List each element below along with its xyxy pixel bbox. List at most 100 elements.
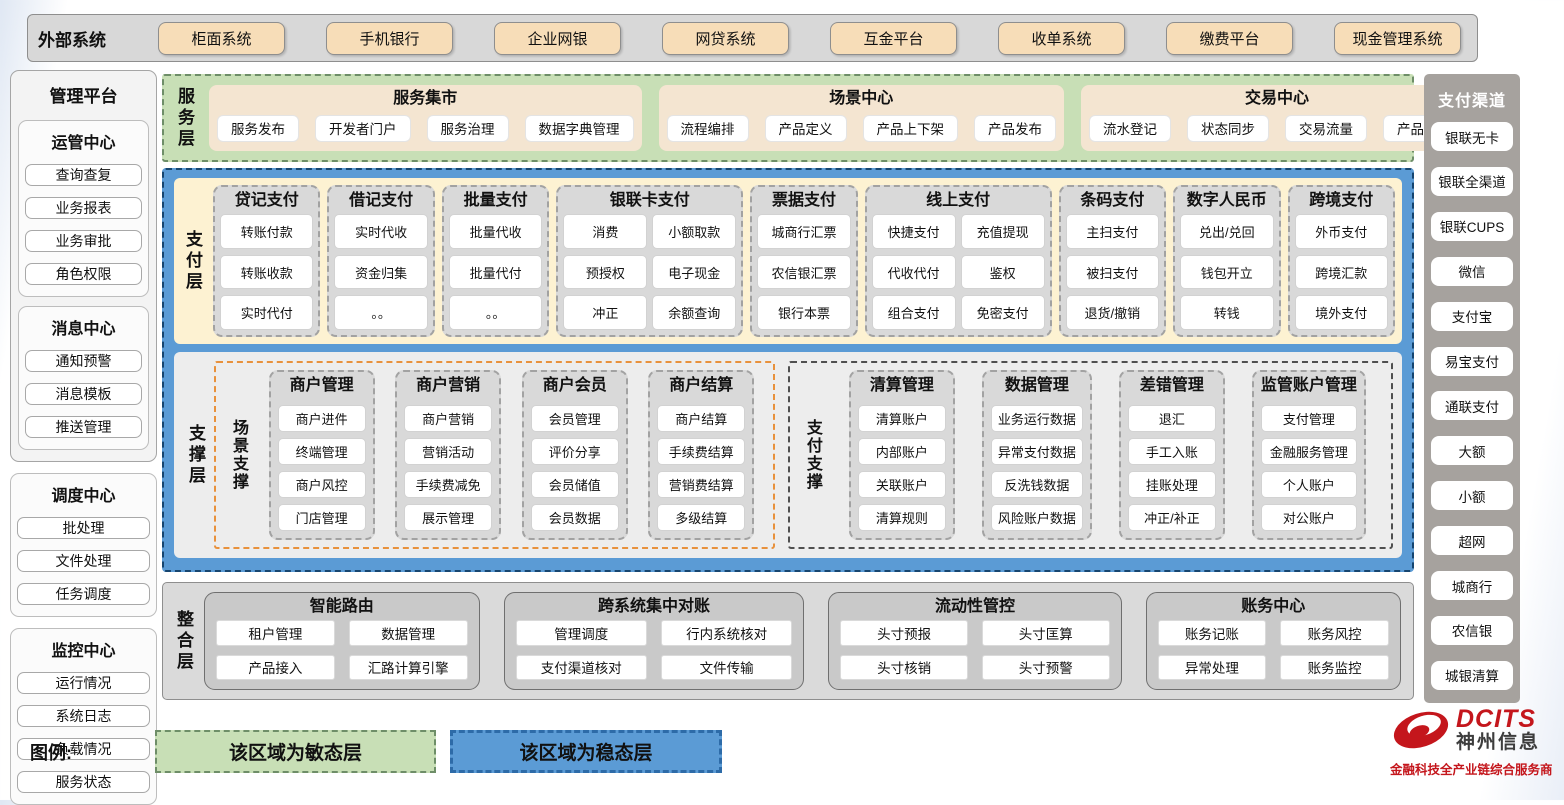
payment-button[interactable]: 充值提现: [960, 214, 1045, 249]
support-button[interactable]: 营销活动: [404, 438, 493, 465]
channel-button[interactable]: 城商行: [1431, 571, 1513, 601]
integration-button[interactable]: 异常处理: [1157, 654, 1267, 680]
payment-button[interactable]: 转账付款: [220, 214, 314, 249]
sidebar-button[interactable]: 任务调度: [17, 583, 150, 605]
integration-button[interactable]: 管理调度: [515, 620, 647, 646]
payment-button[interactable]: 转账收款: [220, 254, 314, 290]
support-button[interactable]: 商户营销: [404, 405, 493, 432]
payment-button[interactable]: 组合支付: [871, 295, 956, 331]
payment-button[interactable]: 免密支付: [960, 295, 1045, 331]
payment-button[interactable]: 实时代付: [220, 295, 314, 331]
sidebar-button[interactable]: 查询查复: [25, 164, 142, 186]
service-button[interactable]: 产品发布: [974, 114, 1056, 142]
sidebar-button[interactable]: 批处理: [17, 517, 150, 539]
support-button[interactable]: 会员数据: [530, 504, 619, 531]
integration-button[interactable]: 头寸预报: [840, 620, 968, 646]
external-system-button[interactable]: 柜面系统: [158, 21, 285, 55]
sidebar-button[interactable]: 通知预警: [25, 350, 142, 372]
channel-button[interactable]: 银联CUPS: [1431, 211, 1513, 241]
external-system-button[interactable]: 网贷系统: [662, 21, 789, 55]
sidebar-button[interactable]: 业务报表: [25, 197, 142, 219]
integration-button[interactable]: 账务风控: [1280, 620, 1390, 646]
service-button[interactable]: 产品上下架: [862, 114, 958, 142]
service-button[interactable]: 服务治理: [426, 114, 509, 142]
support-button[interactable]: 清算规则: [857, 504, 946, 531]
channel-button[interactable]: 超网: [1431, 526, 1513, 556]
integration-button[interactable]: 账务监控: [1280, 654, 1390, 680]
integration-button[interactable]: 头寸预警: [981, 654, 1110, 680]
channel-button[interactable]: 微信: [1431, 256, 1513, 286]
payment-button[interactable]: 境外支付: [1294, 295, 1388, 331]
payment-button[interactable]: 消费: [563, 214, 648, 249]
payment-button[interactable]: 跨境汇款: [1294, 254, 1388, 290]
service-button[interactable]: 流程编排: [666, 114, 749, 142]
external-system-button[interactable]: 收单系统: [998, 21, 1125, 55]
payment-button[interactable]: 鉴权: [960, 254, 1045, 290]
sidebar-button[interactable]: 业务审批: [25, 230, 142, 252]
support-button[interactable]: 手工入账: [1127, 438, 1216, 465]
payment-button[interactable]: 小额取款: [652, 214, 737, 249]
channel-button[interactable]: 大额: [1431, 436, 1513, 466]
support-button[interactable]: 门店管理: [277, 504, 366, 531]
payment-button[interactable]: 。。: [334, 295, 428, 331]
external-system-button[interactable]: 手机银行: [326, 21, 453, 55]
sidebar-button[interactable]: 角色权限: [25, 263, 142, 285]
support-button[interactable]: 金融服务管理: [1260, 438, 1357, 465]
integration-button[interactable]: 头寸匡算: [981, 620, 1110, 646]
channel-button[interactable]: 小额: [1431, 481, 1513, 511]
support-button[interactable]: 业务运行数据: [990, 405, 1083, 432]
integration-button[interactable]: 数据管理: [348, 620, 468, 646]
payment-button[interactable]: 退货/撤销: [1065, 295, 1160, 331]
support-button[interactable]: 手续费减免: [404, 471, 493, 498]
support-button[interactable]: 会员管理: [530, 405, 619, 432]
sidebar-button[interactable]: 运行情况: [17, 672, 150, 694]
support-button[interactable]: 支付管理: [1260, 405, 1357, 432]
payment-button[interactable]: 快捷支付: [871, 214, 956, 249]
support-button[interactable]: 挂账处理: [1127, 471, 1216, 498]
payment-button[interactable]: 实时代收: [334, 214, 428, 249]
service-button[interactable]: 开发者门户: [315, 114, 411, 142]
sidebar-button[interactable]: 消息模板: [25, 383, 142, 405]
integration-button[interactable]: 支付渠道核对: [515, 654, 647, 680]
support-button[interactable]: 商户进件: [277, 405, 366, 432]
sidebar-button[interactable]: 系统日志: [17, 705, 150, 727]
payment-button[interactable]: 被扫支付: [1065, 254, 1160, 290]
channel-button[interactable]: 城银清算: [1431, 660, 1513, 690]
integration-button[interactable]: 产品接入: [216, 654, 335, 680]
sidebar-button[interactable]: 文件处理: [17, 550, 150, 572]
payment-button[interactable]: 银行本票: [757, 295, 851, 331]
service-button[interactable]: 数据字典管理: [524, 114, 634, 142]
payment-button[interactable]: 冲正: [563, 295, 648, 331]
channel-button[interactable]: 农信银: [1431, 615, 1513, 645]
payment-button[interactable]: 城商行汇票: [757, 214, 851, 249]
channel-button[interactable]: 银联无卡: [1431, 122, 1513, 151]
payment-button[interactable]: 兑出/兑回: [1180, 214, 1274, 249]
support-button[interactable]: 会员储值: [530, 471, 619, 498]
channel-button[interactable]: 银联全渠道: [1431, 166, 1513, 196]
sidebar-button[interactable]: 服务状态: [17, 771, 150, 793]
support-button[interactable]: 风险账户数据: [990, 504, 1083, 531]
support-button[interactable]: 清算账户: [857, 405, 946, 432]
integration-button[interactable]: 行内系统核对: [660, 620, 793, 646]
payment-button[interactable]: 外币支付: [1294, 214, 1388, 249]
integration-button[interactable]: 租户管理: [216, 620, 335, 646]
support-button[interactable]: 内部账户: [857, 438, 946, 465]
support-button[interactable]: 展示管理: [404, 504, 493, 531]
payment-button[interactable]: 余额查询: [652, 295, 737, 331]
service-button[interactable]: 服务发布: [217, 114, 299, 142]
payment-button[interactable]: 钱包开立: [1180, 254, 1274, 290]
payment-button[interactable]: 资金归集: [334, 254, 428, 290]
service-button[interactable]: 交易流量: [1285, 114, 1367, 142]
payment-button[interactable]: 预授权: [563, 254, 648, 290]
integration-button[interactable]: 头寸核销: [840, 654, 968, 680]
payment-button[interactable]: 农信银汇票: [757, 254, 851, 290]
support-button[interactable]: 关联账户: [857, 471, 946, 498]
sidebar-button[interactable]: 负载情况: [17, 738, 150, 760]
integration-button[interactable]: 文件传输: [660, 654, 793, 680]
payment-button[interactable]: 批量代收: [448, 214, 543, 249]
payment-button[interactable]: 。。: [448, 295, 543, 331]
support-button[interactable]: 手续费结算: [657, 438, 746, 465]
support-button[interactable]: 终端管理: [277, 438, 366, 465]
support-button[interactable]: 异常支付数据: [990, 438, 1083, 465]
payment-button[interactable]: 转钱: [1180, 295, 1274, 331]
